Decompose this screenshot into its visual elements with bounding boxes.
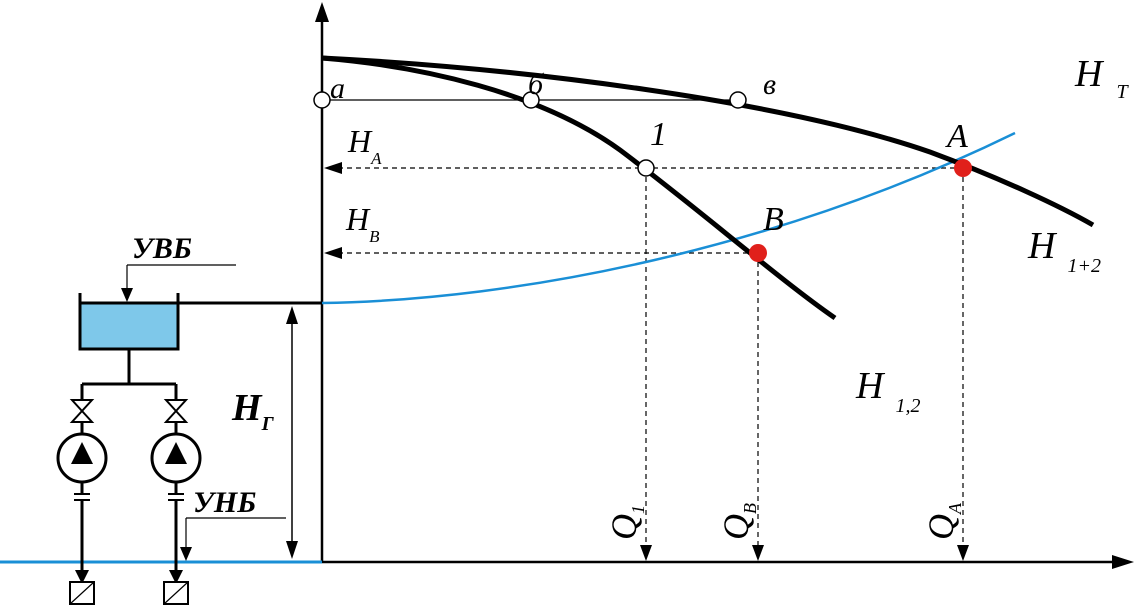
label-QA: QA	[921, 502, 965, 540]
label-A: A	[945, 118, 968, 155]
label-QB: QB	[716, 503, 760, 540]
label-QA-sub: A	[945, 502, 965, 515]
dashed-guides	[338, 167, 964, 552]
label-QB-main: Q	[716, 514, 756, 540]
label-b: б	[528, 68, 544, 101]
label-Hg-main: H	[231, 387, 263, 429]
label-1: 1	[650, 116, 667, 153]
label-UVB: УВБ	[132, 232, 192, 265]
UNB-arrow-icon	[180, 547, 192, 561]
operating-point-B	[749, 244, 767, 262]
pump-direction-icon	[165, 442, 187, 464]
operating-point-A	[954, 159, 972, 177]
point-v	[729, 91, 747, 109]
label-HT-main: H	[1074, 53, 1105, 95]
QA-arrow-icon	[957, 545, 969, 561]
label-Q1-main: Q	[604, 514, 644, 540]
suction-arrow-icon	[75, 570, 89, 584]
reservoir-icon	[78, 301, 180, 351]
label-H12: H 1,2	[855, 365, 920, 417]
label-QB-sub: B	[740, 503, 760, 514]
label-QA-main: Q	[921, 514, 961, 540]
pump-direction-icon	[71, 442, 93, 464]
Hg-bottom-arrow-icon	[286, 541, 298, 559]
label-H12-sub: 1,2	[895, 395, 920, 417]
combined-pump-curve	[321, 55, 1095, 228]
label-HA-sub: A	[370, 149, 382, 168]
valve-icon	[163, 399, 189, 423]
label-H12-main: H	[855, 365, 886, 407]
point-b	[522, 91, 540, 109]
point-1	[637, 159, 655, 177]
label-H12sum-sub: 1+2	[1067, 255, 1101, 277]
single-pump-curve	[321, 55, 837, 321]
point-a	[313, 91, 331, 109]
label-HB-main: H	[345, 201, 371, 237]
label-B: B	[763, 201, 784, 238]
label-Q1-sub: 1	[628, 505, 648, 514]
suction-arrow-icon	[169, 570, 183, 584]
label-Hg-sub: Г	[261, 413, 275, 435]
label-Q1: Q1	[604, 505, 648, 540]
label-Hg: HГ	[231, 387, 275, 435]
label-v: в	[763, 68, 776, 101]
pipeline-curve	[321, 131, 1016, 305]
label-a: a	[330, 72, 345, 105]
valve-icon	[69, 399, 95, 423]
HA-arrow-icon	[324, 162, 342, 174]
Q1-arrow-icon	[640, 545, 652, 561]
label-HB: HB	[345, 201, 380, 246]
label-HA-main: H	[347, 123, 373, 159]
UVB-arrow-icon	[121, 288, 133, 302]
QB-arrow-icon	[752, 545, 764, 561]
pump-line-2	[150, 384, 202, 605]
label-H12sum: H 1+2	[1027, 225, 1101, 277]
label-HB-sub: B	[369, 227, 380, 246]
y-axis-arrow-icon	[315, 2, 329, 22]
label-HT-sub: T	[1116, 81, 1129, 103]
label-HA: HA	[347, 123, 382, 168]
label-H12sum-main: H	[1027, 225, 1058, 267]
x-axis-arrow-icon	[1112, 555, 1134, 569]
label-UNB: УНБ	[193, 486, 256, 519]
HB-arrow-icon	[324, 247, 342, 259]
Hg-top-arrow-icon	[286, 306, 298, 324]
pump-line-1	[56, 384, 108, 605]
